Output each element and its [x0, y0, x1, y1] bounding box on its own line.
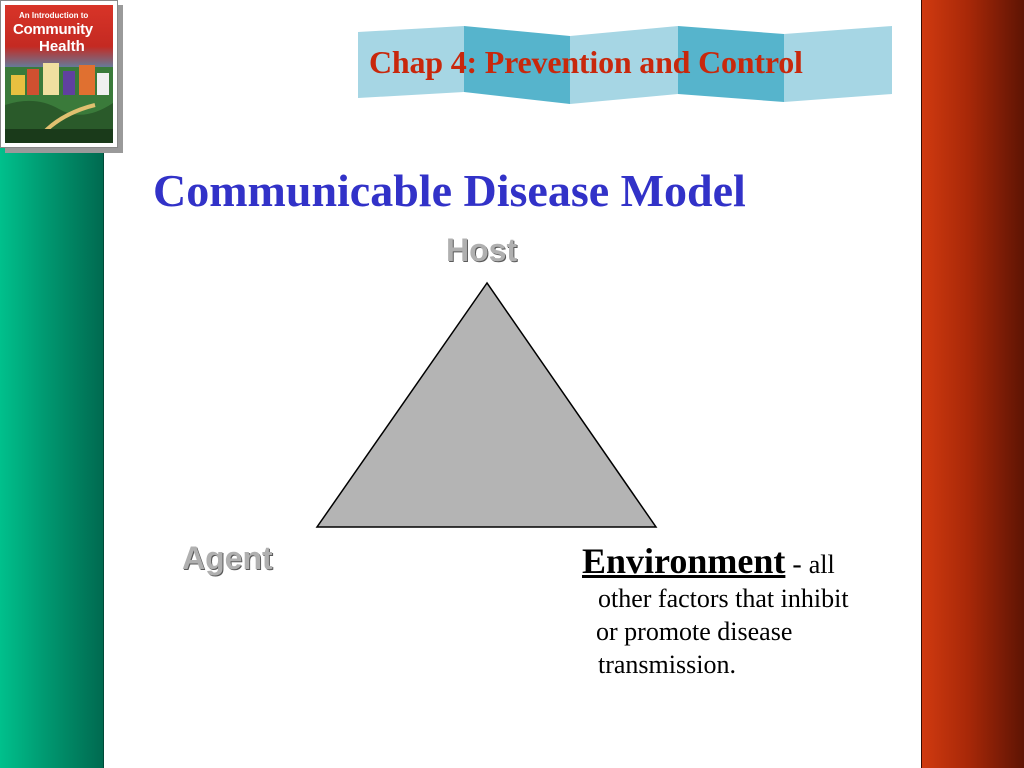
book-cover-subtitle: An Introduction to [19, 11, 89, 20]
book-cover-illustration [5, 63, 113, 143]
right-decorative-bar [921, 0, 1024, 768]
agent-label: Agent [182, 540, 273, 576]
book-cover-image: An Introduction to Community Health [0, 0, 118, 148]
book-cover-title-line1: Community [13, 21, 93, 38]
epidemiologic-triangle [315, 281, 658, 528]
book-cover-title-line2: Health [39, 38, 85, 55]
chapter-title: Chap 4: Prevention and Control [369, 44, 803, 80]
environment-desc-line4: transmission. [598, 650, 736, 679]
chapter-banner [358, 26, 892, 104]
host-label: Host [446, 232, 518, 268]
environment-desc-line3: or promote disease [596, 617, 793, 646]
environment-label: Environment [582, 541, 786, 581]
slide-title: Communicable Disease Model [153, 165, 746, 216]
environment-desc-line2: other factors that inhibit [598, 584, 849, 613]
environment-description: Environment - all other factors that inh… [582, 540, 912, 681]
environment-dash: - [785, 549, 809, 580]
environment-desc-line1: all [808, 550, 835, 579]
